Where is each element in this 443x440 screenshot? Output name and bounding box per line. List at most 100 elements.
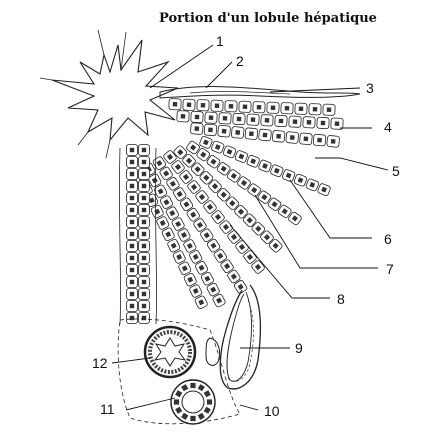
hepatocyte bbox=[197, 100, 209, 111]
hepatocyte bbox=[139, 157, 150, 168]
hepatocyte bbox=[127, 253, 138, 264]
hepatocyte bbox=[205, 112, 218, 124]
hepatocyte bbox=[234, 150, 248, 163]
hepatocyte bbox=[139, 229, 150, 240]
hepatocyte bbox=[189, 284, 203, 298]
hepatocyte bbox=[139, 289, 150, 300]
label-12: 12 bbox=[92, 355, 108, 371]
hepatocyte bbox=[190, 123, 203, 135]
bile-duct-cell-nucleus bbox=[174, 399, 179, 404]
hepatocyte bbox=[139, 265, 150, 276]
hepatocyte bbox=[127, 145, 138, 156]
hepatocyte bbox=[139, 145, 150, 156]
hepatocyte bbox=[183, 99, 195, 110]
hepatocyte bbox=[139, 313, 150, 324]
hepatocyte bbox=[223, 145, 237, 158]
label-6: 6 bbox=[384, 231, 392, 247]
label-2: 2 bbox=[236, 53, 244, 69]
label-10: 10 bbox=[264, 403, 280, 419]
hepatocyte bbox=[127, 181, 138, 192]
central-vein-rays bbox=[40, 30, 126, 158]
hepatocyte bbox=[211, 140, 225, 153]
hepatocyte bbox=[127, 229, 138, 240]
bile-duct-cell-nucleus bbox=[207, 399, 212, 404]
hepatocyte bbox=[127, 217, 138, 228]
hepatocyte bbox=[127, 277, 138, 288]
hepatocyte bbox=[199, 136, 213, 149]
hepatocyte bbox=[239, 101, 251, 112]
hepatocyte bbox=[194, 295, 208, 309]
label-9: 9 bbox=[295, 340, 303, 356]
hepatocyte bbox=[225, 101, 237, 112]
portal-vein bbox=[145, 327, 195, 377]
hepatocyte bbox=[156, 216, 170, 230]
hepatocyte bbox=[127, 169, 138, 180]
label-11: 11 bbox=[100, 401, 115, 417]
hepatocyte bbox=[139, 169, 150, 180]
label-5: 5 bbox=[392, 163, 400, 179]
bile-ductule-inner bbox=[227, 292, 251, 381]
hepatocyte bbox=[191, 111, 204, 123]
label-1: 1 bbox=[216, 33, 224, 49]
hepatocyte bbox=[172, 250, 186, 264]
hepatocyte bbox=[313, 134, 326, 146]
hepatocyte bbox=[247, 114, 260, 126]
hepatocyte bbox=[267, 102, 279, 113]
hepatocyte bbox=[139, 301, 150, 312]
hepatocyte bbox=[323, 104, 335, 115]
hepatocyte bbox=[139, 205, 150, 216]
hepatocyte bbox=[327, 135, 340, 147]
hepatocyte bbox=[127, 193, 138, 204]
hepatocyte bbox=[127, 301, 138, 312]
hepatocyte bbox=[161, 227, 175, 241]
label-3: 3 bbox=[366, 80, 374, 96]
hepatocyte bbox=[305, 178, 319, 191]
hepatocyte bbox=[139, 241, 150, 252]
hepatocyte bbox=[253, 102, 265, 113]
bile-ductule-outer bbox=[220, 285, 260, 389]
hepatocyte bbox=[139, 253, 150, 264]
label-8: 8 bbox=[337, 291, 345, 307]
hepatocyte bbox=[231, 126, 244, 138]
hepatocyte bbox=[127, 289, 138, 300]
hepatocyte bbox=[167, 239, 181, 253]
hepatocyte bbox=[150, 205, 164, 219]
hepatocyte bbox=[139, 193, 150, 204]
hepatocyte bbox=[204, 124, 217, 136]
bile-duct-cell-nucleus bbox=[190, 383, 195, 388]
hepatocyte bbox=[295, 103, 307, 114]
diagram-title: Portion d'un lobule hépatique bbox=[159, 11, 377, 26]
hepatocyte bbox=[219, 113, 232, 125]
hepatocyte bbox=[169, 99, 181, 110]
hepatocyte bbox=[258, 159, 272, 172]
hepatocyte bbox=[281, 103, 293, 114]
hepatocyte-cords bbox=[134, 99, 343, 310]
hepatocyte bbox=[293, 173, 307, 186]
hepatocyte bbox=[211, 100, 223, 111]
hepatocyte bbox=[303, 117, 316, 129]
hepatocyte bbox=[275, 115, 288, 127]
bile-duct bbox=[171, 380, 215, 424]
label-4: 4 bbox=[384, 119, 392, 135]
sinusoid-line bbox=[119, 148, 120, 324]
central-vein bbox=[52, 40, 178, 140]
hepatocyte bbox=[127, 265, 138, 276]
hepatocyte bbox=[261, 115, 274, 127]
hepatocyte bbox=[139, 181, 150, 192]
hepatocyte bbox=[127, 157, 138, 168]
hepatocyte bbox=[177, 111, 190, 123]
hepatocyte bbox=[127, 313, 138, 324]
hepatocyte bbox=[233, 113, 246, 125]
hepatocyte bbox=[270, 164, 284, 177]
hepatocyte bbox=[286, 132, 299, 144]
hepatocyte bbox=[127, 205, 138, 216]
hepatocyte bbox=[218, 125, 231, 137]
hepatocyte bbox=[139, 217, 150, 228]
hepatocyte bbox=[127, 241, 138, 252]
hepatocyte bbox=[309, 104, 321, 115]
label-7: 7 bbox=[386, 261, 394, 277]
hepatocyte bbox=[139, 277, 150, 288]
hepatocyte bbox=[272, 130, 285, 142]
hepatocyte bbox=[259, 129, 272, 141]
